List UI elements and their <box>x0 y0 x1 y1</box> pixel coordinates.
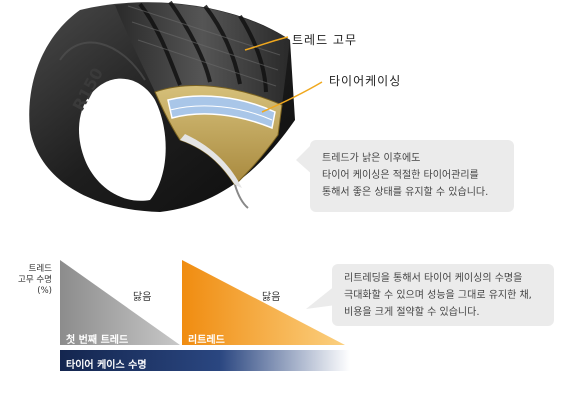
tread-leader-line <box>244 36 289 51</box>
label-leader-lines <box>244 36 323 113</box>
first-tread-wedge <box>60 260 180 345</box>
callout-top: 트레드가 낡은 이후에도 타이어 케이싱은 적절한 타이어관리를 통해서 좋은 … <box>310 140 514 212</box>
tire-illustration: R150 <box>29 0 296 212</box>
tire-casing-label: 타이어케이싱 <box>329 74 402 88</box>
tread-rubber-label: 트레드 고무 <box>292 33 358 47</box>
casing-leader-line <box>261 81 323 113</box>
wear-label-retread: 닳음 <box>262 292 281 303</box>
callout-bottom: 리트레딩을 통해서 타이어 케이싱의 수명을 극대화할 수 있으며 성능을 그대… <box>332 264 554 326</box>
wear-label-first: 닳음 <box>133 292 152 303</box>
callout-bottom-line-2: 극대화할 수 있으며 성능을 그대로 유지한 채, <box>344 290 532 301</box>
belt-layers <box>167 95 276 130</box>
callout-bottom-line-1: 리트레딩을 통해서 타이어 케이싱의 수명을 <box>344 273 523 284</box>
casing-life-bar <box>60 350 350 371</box>
retread-label: 리트레드 <box>188 335 225 346</box>
first-tread-label: 첫 번째 트레드 <box>66 335 129 346</box>
callout-top-line-2: 타이어 케이싱은 적절한 타이어관리를 <box>322 170 479 181</box>
callout-bottom-line-3: 비용을 크게 절약할 수 있습니다. <box>344 307 480 318</box>
callout-top-line-1: 트레드가 낡은 이후에도 <box>322 153 421 164</box>
callout-top-pointer <box>296 142 314 176</box>
callout-top-line-3: 통해서 좋은 상태를 유지할 수 있습니다. <box>322 187 489 198</box>
y-axis-label: 트레드 고무 수명 (%) <box>18 264 52 296</box>
casing-life-label: 타이어 케이스 수명 <box>66 360 147 371</box>
retread-wedge <box>182 260 345 345</box>
callout-bottom-pointer <box>306 285 336 309</box>
tread-life-diagram <box>60 260 350 371</box>
rim-opening <box>78 78 166 201</box>
